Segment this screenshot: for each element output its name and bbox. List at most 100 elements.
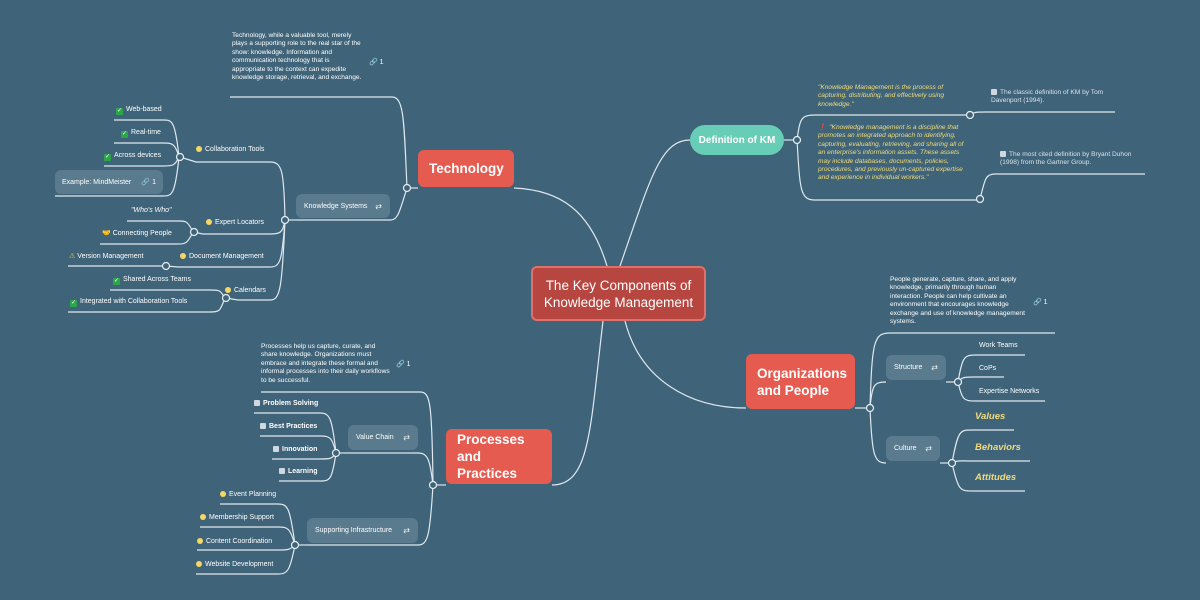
central-title-line1: The Key Components of — [545, 277, 692, 293]
collab-item-web-based[interactable]: ✓Web-based — [116, 105, 162, 115]
technology-note-link[interactable]: 🔗 1 — [369, 58, 384, 66]
calendars[interactable]: Calendars — [225, 286, 266, 296]
definition-source-1-text: The classic definition of KM by Tom Dave… — [991, 89, 1104, 105]
example-link[interactable]: 🔗 1 — [141, 178, 156, 186]
definition-quote-1: "Knowledge Management is the process of … — [818, 84, 945, 108]
expert-locators[interactable]: Expert Locators — [206, 218, 264, 228]
definition-quote-2: ❗"Knowledge management is a discipline t… — [818, 124, 968, 183]
subtopic-supporting-infrastructure[interactable]: Supporting Infrastructure ⇄ — [307, 518, 418, 543]
collapse-icon[interactable]: ⇄ — [931, 363, 938, 372]
note-icon — [1000, 151, 1006, 157]
topic-definition-of-km[interactable]: Definition of KM — [690, 125, 784, 155]
organizations-label-line1: Organizations — [757, 365, 848, 381]
calendars-label: Calendars — [234, 287, 266, 294]
value-item-innovation[interactable]: Innovation — [273, 445, 317, 455]
subtopic-value-chain[interactable]: Value Chain ⇄ — [348, 425, 418, 450]
yellow-dot-icon — [206, 219, 212, 225]
infra-item-content-coordination[interactable]: Content Coordination — [197, 537, 272, 547]
red-marker-icon: ❗ — [818, 124, 827, 131]
organizations-label-line2: and People — [757, 382, 830, 398]
technology-note: Technology, while a valuable tool, merel… — [232, 32, 362, 82]
note-icon — [991, 89, 997, 95]
link-icon: 🔗 — [141, 179, 151, 186]
processes-note-link[interactable]: 🔗 1 — [396, 360, 411, 368]
value-item-label: Best Practices — [269, 423, 318, 430]
example-label: Example: MindMeister — [62, 178, 132, 186]
note-icon — [260, 423, 266, 429]
collab-item-label: Real-time — [131, 129, 161, 136]
note-icon — [254, 400, 260, 406]
topic-technology[interactable]: Technology — [418, 150, 514, 187]
handshake-icon: 🤝 — [102, 230, 111, 237]
infra-item-label: Website Development — [205, 561, 274, 568]
central-topic[interactable]: The Key Components of Knowledge Manageme… — [531, 266, 706, 321]
infra-item-membership-support[interactable]: Membership Support — [200, 513, 274, 523]
integrated-collab-tools[interactable]: ✓Integrated with Collaboration Tools — [70, 297, 187, 307]
processes-note-link-count: 1 — [406, 361, 411, 368]
subtopic-knowledge-systems[interactable]: Knowledge Systems ⇄ — [296, 194, 390, 218]
version-management-label: Version Management — [77, 253, 144, 260]
value-chain-label: Value Chain — [356, 434, 394, 441]
organizations-note-link[interactable]: 🔗 1 — [1033, 298, 1048, 306]
value-item-best-practices[interactable]: Best Practices — [260, 422, 317, 432]
topic-technology-label: Technology — [429, 161, 504, 176]
shared-across-teams[interactable]: ✓Shared Across Teams — [113, 275, 191, 285]
subtopic-structure[interactable]: Structure ⇄ — [886, 355, 946, 380]
value-item-learning[interactable]: Learning — [279, 467, 318, 477]
infra-item-event-planning[interactable]: Event Planning — [220, 490, 276, 500]
example-mindmeister[interactable]: Example: MindMeister 🔗 1 — [55, 170, 163, 194]
structure-item-work-teams[interactable]: Work Teams — [979, 342, 1018, 349]
value-item-problem-solving[interactable]: Problem Solving — [254, 399, 318, 409]
checkmark-icon: ✓ — [116, 108, 123, 115]
definition-source-2-text: The most cited definition by Bryant Duho… — [1000, 151, 1132, 167]
structure-item-cops[interactable]: CoPs — [979, 365, 997, 372]
topic-processes[interactable]: Processes and Practices — [446, 429, 552, 484]
value-item-label: Problem Solving — [263, 400, 319, 407]
collaboration-tools[interactable]: Collaboration Tools — [196, 145, 264, 155]
structure-item-expertise-networks[interactable]: Expertise Networks — [979, 388, 1040, 395]
document-management[interactable]: Document Management — [180, 252, 264, 262]
infra-item-label: Event Planning — [229, 491, 277, 498]
link-icon: 🔗 — [369, 59, 378, 66]
collab-item-label: Web-based — [126, 106, 162, 113]
checkmark-icon: ✓ — [121, 131, 128, 138]
technology-note-link-count: 1 — [379, 59, 384, 66]
definition-quote-2-text: "Knowledge management is a discipline th… — [818, 124, 964, 182]
collapse-icon[interactable]: ⇄ — [403, 433, 410, 442]
definition-source-2: The most cited definition by Bryant Duho… — [1000, 151, 1145, 168]
value-item-label: Innovation — [282, 446, 318, 453]
supporting-infrastructure-label: Supporting Infrastructure — [315, 527, 393, 534]
organizations-note: People generate, capture, share, and app… — [890, 276, 1025, 326]
topic-organizations[interactable]: Organizations and People — [746, 354, 855, 409]
yellow-dot-icon — [180, 253, 186, 259]
culture-item-values[interactable]: Values — [975, 411, 1006, 422]
culture-item-attitudes[interactable]: Attitudes — [975, 472, 1017, 483]
version-management[interactable]: ⚠Version Management — [69, 252, 143, 262]
infra-item-website-development[interactable]: Website Development — [196, 560, 273, 570]
collab-item-across-devices[interactable]: ✓Across devices — [104, 151, 161, 161]
knowledge-systems-label: Knowledge Systems — [304, 202, 368, 210]
structure-label: Structure — [894, 364, 923, 371]
organizations-note-link-count: 1 — [1043, 299, 1048, 306]
infra-item-label: Content Coordination — [206, 538, 273, 545]
checkmark-icon: ✓ — [104, 154, 111, 161]
document-management-label: Document Management — [189, 253, 264, 260]
warning-icon: ⚠ — [69, 253, 76, 260]
subtopic-culture[interactable]: Culture ⇄ — [886, 436, 940, 461]
processes-label-line1: Processes — [457, 432, 525, 447]
collab-item-real-time[interactable]: ✓Real-time — [121, 128, 161, 138]
collapse-icon[interactable]: ⇄ — [403, 526, 410, 535]
collab-item-label: Across devices — [114, 152, 162, 159]
collapse-icon[interactable]: ⇄ — [375, 201, 382, 211]
link-icon: 🔗 — [396, 361, 405, 368]
connecting-people[interactable]: 🤝Connecting People — [102, 229, 172, 239]
whos-who[interactable]: "Who's Who" — [131, 207, 172, 214]
definition-source-1: The classic definition of KM by Tom Dave… — [991, 89, 1116, 106]
collapse-icon[interactable]: ⇄ — [925, 444, 932, 453]
processes-label-line2: and Practices — [457, 449, 518, 481]
example-link-count: 1 — [152, 179, 156, 186]
note-icon — [279, 468, 285, 474]
culture-item-behaviors[interactable]: Behaviors — [975, 442, 1021, 453]
yellow-dot-icon — [200, 514, 206, 520]
